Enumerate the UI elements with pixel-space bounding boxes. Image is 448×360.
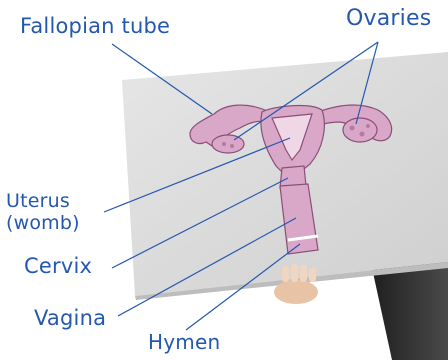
label-fallopian-tube: Fallopian tube	[20, 14, 170, 38]
label-vagina: Vagina	[34, 306, 106, 330]
left-ovary	[212, 135, 244, 153]
right-ovary	[343, 118, 377, 142]
label-hymen: Hymen	[148, 330, 220, 354]
label-cervix: Cervix	[24, 254, 92, 278]
label-uterus-line1: Uterus	[6, 190, 80, 212]
label-ovaries: Ovaries	[346, 6, 431, 31]
label-uterus: Uterus (womb)	[6, 190, 80, 234]
label-uterus-line2: (womb)	[6, 212, 80, 234]
